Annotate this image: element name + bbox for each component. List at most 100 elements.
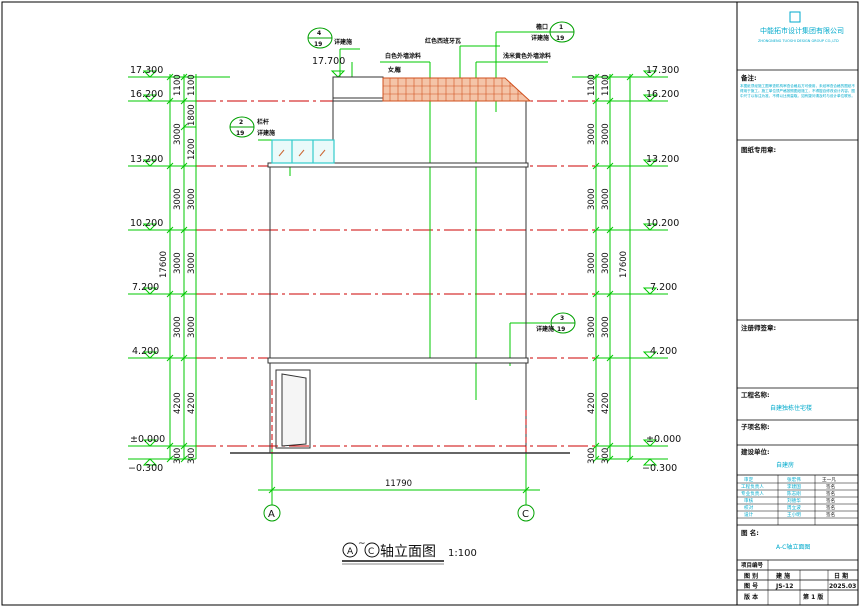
dim-right-inner-1: 3000 (587, 123, 597, 145)
dim-left-inner-7: 300 (187, 448, 197, 464)
railing-hatch (278, 149, 326, 157)
drawing-title: A ~ C 轴立面图 1:100 (342, 539, 477, 565)
dimension-ticks (166, 73, 634, 463)
level-label-4200-left: 4.200 (132, 346, 159, 357)
dim-left-inner-3: 3000 (187, 188, 197, 210)
version-label: 版 本 (743, 593, 759, 601)
role-0-name: 张宏伟 (787, 476, 801, 483)
dim-right-outer-5: 4200 (601, 392, 611, 414)
role-3-name: 刘德华 (787, 497, 801, 504)
dim-right-inner-4: 3000 (587, 316, 597, 338)
role-5-sig: 签名 (826, 511, 835, 518)
dim-left-inner-6: 4200 (187, 392, 197, 414)
callout-2-sheet: 19 (236, 130, 244, 137)
drawing-name-value: A-C轴立面图 (776, 543, 810, 551)
building-outline (230, 76, 570, 454)
callout-4-sheet: 19 (314, 41, 322, 48)
sub-project-label: 子项名称: (741, 422, 770, 431)
dim-right-inner-3: 3000 (587, 252, 597, 274)
title-scale: 1:100 (448, 548, 477, 559)
spanish-tile-roof (382, 77, 532, 102)
level-label-16200-right: 16.200 (646, 89, 679, 100)
reg-label: 注册师签章: (741, 323, 776, 332)
dimension-lines (128, 31, 668, 505)
callout-4-note: 详建施 (334, 38, 352, 46)
title-text: 轴立面图 (380, 544, 436, 560)
annotation-frame: 框 (395, 66, 401, 74)
role-4: 校对 (744, 504, 754, 511)
role-2: 专业负责人 (741, 490, 764, 497)
role-table: 审定 张宏伟 王一凡 工程负责人 李建国 签名 专业负责人 陈志刚 签名 审核 … (741, 476, 836, 518)
role-4-sig: 签名 (826, 504, 835, 511)
role-2-sig: 签名 (826, 490, 835, 497)
dim-right-outer-3: 3000 (601, 252, 611, 274)
dim-left-outer-1: 3000 (173, 123, 183, 145)
seal-label: 图纸专用章: (741, 145, 776, 154)
level-label-10200-left: 10.200 (130, 218, 163, 229)
sheet-no-label: 图 号 (744, 582, 758, 590)
role-0-sig: 王一凡 (822, 477, 836, 483)
level-labels: 17.300 16.200 13.200 10.200 7.200 4.200 … (128, 56, 681, 474)
callout-2-note: 详建施 (257, 129, 275, 137)
notes-text: 本图纸须经施工图审查机构审查合格后方可使用，未经审查合格的图纸不得用于施工。施工… (740, 84, 855, 99)
axis-bubble-a (263, 504, 281, 522)
date-value: 2025.03 (829, 583, 856, 590)
level-label-10200-right: 10.200 (646, 218, 679, 229)
callout-1-note: 详建施 (531, 34, 549, 42)
dim-right-inner-0: 1100 (587, 74, 597, 96)
sheet-no-value: JS-12 (775, 583, 793, 590)
dim-right-outer-2: 3000 (601, 188, 611, 210)
annotation-yellow-paint: 浅米黄色外墙涂料 (503, 52, 551, 60)
callout-4-num: 4 (317, 30, 321, 37)
dimension-texts: 1100 3000 3000 3000 3000 4200 300 1100 1… (159, 74, 629, 489)
level-label-minus0300-right: −0.300 (642, 463, 677, 474)
dim-left-outer-2: 3000 (173, 188, 183, 210)
date-label: 日 期 (834, 572, 848, 580)
callout-1-sheet: 19 (556, 35, 564, 42)
level-label-0000-left: ±0.000 (130, 434, 165, 445)
sheet-type-label: 图 别 (744, 572, 758, 580)
axis-bubble-c (517, 504, 535, 522)
dim-right-inner-5: 4200 (587, 392, 597, 414)
dim-left-outer-0: 1100 (173, 74, 183, 96)
notes-text-box: 本图纸须经施工图审查机构审查合格后方可使用，未经审查合格的图纸不得用于施工。施工… (740, 84, 855, 99)
role-1-sig: 签名 (826, 483, 835, 490)
dim-left-inner-0: 1100 (187, 74, 197, 96)
client-value: 自建房 (776, 461, 794, 469)
callout-2-num: 2 (239, 119, 243, 126)
dim-bottom-width: 11790 (385, 479, 412, 489)
title-circle-c: C (368, 547, 374, 557)
dim-right-outer-4: 3000 (601, 316, 611, 338)
role-1-name: 李建国 (787, 483, 801, 490)
stair-parapet (332, 76, 384, 102)
axis-label-a: A (268, 509, 275, 520)
version-value: 第 1 版 (802, 593, 823, 601)
annotation-white-paint: 白色外墙涂料 (385, 52, 421, 60)
notes-label: 备注: (740, 73, 757, 82)
level-label-17300-right: 17.300 (646, 65, 679, 76)
dim-left-outer-5: 4200 (173, 392, 183, 414)
level-label-17300-left: 17.300 (130, 65, 163, 76)
axis-bubbles: A C (263, 504, 535, 522)
level-label-16200-left: 16.200 (130, 89, 163, 100)
project-value: 自建独栋住宅楼 (770, 404, 812, 412)
annotation-parapet: 女儿 (388, 66, 400, 74)
dim-left-outer-3: 3000 (173, 252, 183, 274)
detail-callouts: 4 19 详建施 2 19 详建施 栏杆 1 19 详建施 檐口 3 19 (229, 21, 576, 334)
annotation-red-tile: 红色西班牙瓦 (425, 37, 461, 45)
material-annotations: 白色外墙涂料 红色西班牙瓦 浅米黄色外墙涂料 女儿 框 (385, 37, 551, 74)
level-label-7200-left: 7.200 (132, 282, 159, 293)
company-name: 中能拓市设计集团有限公司 (760, 26, 844, 35)
level-lines (196, 100, 596, 447)
level-label-13200-right: 13.200 (646, 154, 679, 165)
level-label-17700: 17.700 (312, 56, 345, 67)
annotation-railing: 栏杆 (257, 118, 269, 126)
dim-left-inner-1: 1800 (187, 104, 197, 126)
role-3-sig: 签名 (826, 497, 835, 504)
dim-right-outer-6: 300 (601, 448, 611, 464)
dim-right-outer-1: 3000 (601, 123, 611, 145)
dim-left-inner-2: 1200 (187, 138, 197, 160)
callout-1-num: 1 (559, 24, 563, 31)
